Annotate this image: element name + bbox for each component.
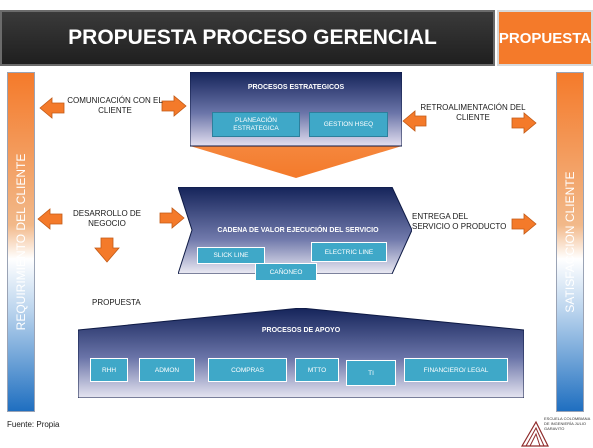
arrow-right-icon: [511, 112, 537, 134]
feedback-label: RETROALIMENTACIÓN DEL CLIENTE: [420, 103, 526, 122]
support-item-ti: TI: [346, 360, 396, 386]
strategic-planning-box: PLANEACIÓN ESTRATEGICA: [212, 112, 300, 137]
arrow-left-icon: [39, 97, 65, 119]
strategic-processes-title: PROCESOS ESTRATEGICOS: [247, 84, 345, 91]
title-bar: [0, 10, 495, 66]
support-item-compras: COMPRAS: [208, 358, 287, 382]
support-processes-shape: [78, 308, 524, 398]
support-item-rhh: RHH: [90, 358, 128, 382]
arrow-right-icon: [161, 95, 187, 117]
business-development-label: DESARROLLO DE NEGOCIO: [72, 209, 142, 228]
electric-line-box: ELECTRIC LINE: [311, 242, 387, 262]
support-item-mtto: MTTO: [295, 358, 339, 382]
page-title: PROPUESTA PROCESO GERENCIAL: [68, 26, 437, 49]
arrow-right-icon: [159, 207, 185, 229]
source-note: Fuente: Propia: [7, 420, 60, 429]
canoneo-box: CAÑONEO: [255, 263, 317, 281]
section-badge: PROPUESTA: [497, 10, 593, 66]
value-chain-title: CADENA DE VALOR EJECUCIÓN DEL SERVICIO: [217, 227, 379, 234]
communication-label: COMUNICACIÓN CON EL CLIENTE: [67, 96, 163, 115]
school-logo-icon: [520, 410, 550, 448]
school-logo: ESCUELA COLOMBIANA DE INGENIERÍA JULIO G…: [520, 410, 593, 448]
arrow-right-icon: [511, 213, 537, 235]
service-delivery-label: ENTREGA DEL SERVICIO O PRODUCTO: [412, 212, 507, 231]
support-caption: PROPUESTA: [92, 298, 141, 307]
support-item-admon: ADMON: [139, 358, 195, 382]
left-side-bar: REQUIRIMIENTO DEL CLIENTE: [7, 72, 35, 412]
support-item-financial-legal: FINANCIERO/ LEGAL: [404, 358, 508, 382]
arrow-left-icon: [402, 110, 427, 132]
support-processes-title: PROCESOS DE APOYO: [261, 327, 341, 334]
right-side-bar: SATISFACCION CLIENTE: [556, 72, 584, 412]
arrow-left-icon: [37, 208, 63, 230]
school-logo-text: ESCUELA COLOMBIANA DE INGENIERÍA JULIO G…: [544, 416, 591, 431]
slick-line-box: SLICK LINE: [197, 247, 265, 264]
arrow-down-icon: [94, 237, 120, 263]
hseq-management-box: GESTION HSEQ: [309, 112, 388, 137]
